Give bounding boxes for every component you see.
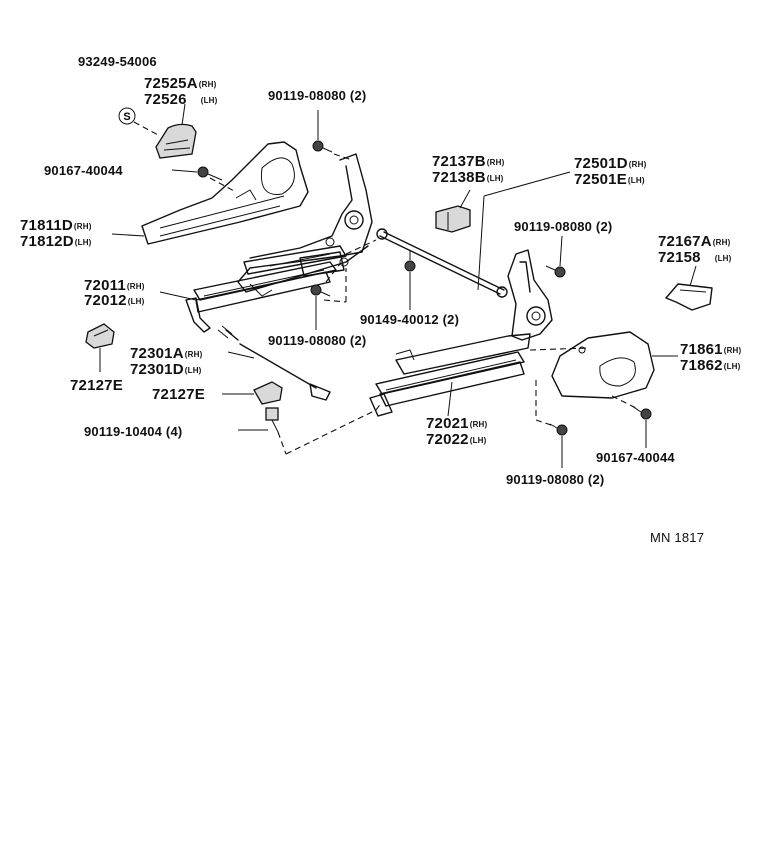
label-90119-10404: 90119-10404 (4)	[84, 424, 183, 439]
suffix-lh: (LH)	[127, 297, 145, 306]
label-90119-08080-mid: 90119-08080 (2)	[268, 333, 367, 348]
part-right-seat-frame	[395, 249, 553, 375]
label-93249-54006: 93249-54006	[78, 54, 157, 69]
label-72525a-text: 72525A	[144, 75, 198, 92]
label-90119-08080-right: 90119-08080 (2)	[514, 219, 613, 234]
screw-90149	[404, 250, 416, 272]
label-72167a: 72167A(RH)	[658, 234, 730, 251]
part-72167a-bracket	[665, 283, 713, 311]
suffix-rh: (RH)	[184, 350, 203, 359]
label-72021-text: 72021	[426, 415, 469, 432]
label-72501e-text: 72501E	[574, 171, 627, 188]
diagram-code: MN 1817	[650, 530, 705, 545]
label-72301d-text: 72301D	[130, 361, 184, 378]
suffix-lh: (LH)	[723, 362, 741, 371]
part-72021-track	[369, 349, 525, 417]
label-71861-text: 71861	[680, 341, 723, 358]
part-72127e-cap-left	[85, 323, 115, 349]
label-72301a-text: 72301A	[130, 345, 184, 362]
svg-text:S: S	[123, 111, 130, 123]
part-72127e-cap-right	[253, 381, 283, 405]
label-72301a: 72301A(RH)	[130, 346, 202, 363]
label-72138b: 72138B(LH)	[432, 170, 504, 187]
label-72526: 72526 (LH)	[144, 92, 218, 109]
part-left-seat-frame	[237, 153, 373, 293]
suffix-lh: (LH)	[486, 174, 504, 183]
label-90149-40012: 90149-40012 (2)	[360, 312, 460, 327]
suffix-rh: (RH)	[712, 238, 731, 247]
label-72012-text: 72012	[84, 292, 127, 309]
label-71811d: 71811D(RH)	[20, 218, 92, 235]
suffix-lh: (LH)	[184, 366, 202, 375]
label-71812d: 71812D(LH)	[20, 234, 92, 251]
suffix-rh: (RH)	[628, 160, 647, 169]
label-72167a-text: 72167A	[658, 233, 712, 250]
label-72011: 72011(RH)	[84, 278, 145, 295]
part-72137b-clip	[435, 205, 471, 233]
s-mark-symbol: S	[118, 107, 136, 125]
bolt-90119-10404	[265, 407, 279, 433]
bolt-90119-lower	[549, 423, 568, 436]
label-90119-08080-top: 90119-08080 (2)	[268, 88, 367, 103]
label-90167-40044-upper: 90167-40044	[44, 163, 123, 178]
bolt-90119-top	[312, 140, 333, 153]
label-72021: 72021(RH)	[426, 416, 487, 433]
suffix-lh: (LH)	[714, 254, 732, 263]
suffix-lh: (LH)	[469, 436, 487, 445]
label-72137b-text: 72137B	[432, 153, 486, 170]
label-72501d: 72501D(RH)	[574, 156, 646, 173]
label-72127e-left: 72127E	[70, 377, 123, 394]
label-72022-text: 72022	[426, 431, 469, 448]
part-72011-track	[185, 251, 349, 333]
suffix-lh: (LH)	[627, 176, 645, 185]
label-71811d-text: 71811D	[20, 217, 73, 234]
label-72138b-text: 72138B	[432, 169, 486, 186]
part-72301a-cable	[217, 325, 331, 401]
label-71862-text: 71862	[680, 357, 723, 374]
screw-90167-upper	[197, 166, 223, 181]
label-71861: 71861(RH)	[680, 342, 741, 359]
label-72127e-right: 72127E	[152, 386, 205, 403]
label-71812d-text: 71812D	[20, 233, 74, 250]
label-90167-40044-lower: 90167-40044	[596, 450, 675, 465]
part-71861-cover	[551, 331, 655, 399]
label-72137b: 72137B(RH)	[432, 154, 504, 171]
part-72501d-cross-rod	[376, 228, 508, 298]
label-72501d-text: 72501D	[574, 155, 628, 172]
part-72525a-knob	[155, 123, 197, 159]
label-72526-text: 72526	[144, 91, 187, 108]
suffix-rh: (RH)	[198, 80, 217, 89]
label-72301d: 72301D(LH)	[130, 362, 202, 379]
label-72022: 72022(LH)	[426, 432, 487, 449]
label-71862: 71862(LH)	[680, 358, 741, 375]
suffix-rh: (RH)	[126, 282, 145, 291]
suffix-rh: (RH)	[73, 222, 92, 231]
label-72011-text: 72011	[84, 277, 126, 294]
suffix-rh: (RH)	[486, 158, 505, 167]
label-90119-08080-lower: 90119-08080 (2)	[506, 472, 605, 487]
label-72158-text: 72158	[658, 249, 701, 266]
label-72158: 72158 (LH)	[658, 250, 732, 267]
suffix-rh: (RH)	[723, 346, 742, 355]
label-72501e: 72501E(LH)	[574, 172, 645, 189]
bolt-90119-right	[545, 265, 566, 278]
suffix-lh: (LH)	[200, 96, 218, 105]
label-72525a: 72525A(RH)	[144, 76, 216, 93]
part-71811d-cover	[141, 141, 309, 245]
screw-90167-lower	[631, 405, 652, 420]
bolt-90119-mid	[310, 284, 331, 297]
suffix-lh: (LH)	[74, 238, 92, 247]
suffix-rh: (RH)	[469, 420, 488, 429]
label-72012: 72012(LH)	[84, 293, 145, 310]
